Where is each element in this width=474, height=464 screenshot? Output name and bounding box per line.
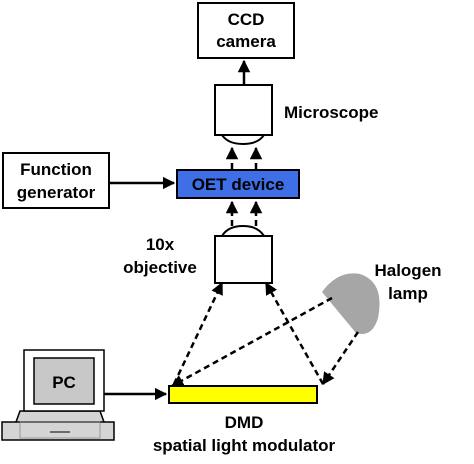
pc-laptop-icon: PC	[1, 349, 115, 441]
dmd-bar	[168, 385, 318, 404]
light-path-objective-to-oet	[225, 200, 263, 226]
function-generator-label-line1: Function	[20, 160, 92, 179]
microscope-label: Microscope	[284, 103, 378, 122]
halogen-lamp-label-line1: Halogen	[374, 261, 441, 280]
ccd-camera-label-line2: camera	[216, 32, 276, 51]
dmd-label-line1: DMD	[225, 413, 264, 432]
objective-body	[214, 224, 273, 284]
light-path-lamp-dmd-objective	[170, 281, 360, 388]
dmd-label-line2: spatial light modulator	[153, 436, 336, 455]
oet-device-label: OET device	[192, 175, 285, 194]
oet-device-box: OET device	[176, 169, 300, 199]
function-generator-box: Function generator	[2, 152, 110, 209]
halogen-lamp-label-line2: lamp	[388, 284, 428, 303]
objective-label-line2: objective	[123, 258, 197, 277]
ccd-camera-box: CCD camera	[197, 2, 295, 59]
ccd-camera-label-line1: CCD	[228, 10, 265, 29]
objective-label-line1: 10x	[146, 235, 175, 254]
halogen-lamp-icon	[322, 273, 380, 334]
light-path-oet-to-microscope	[225, 146, 263, 169]
pc-label: PC	[52, 373, 76, 392]
microscope-body	[214, 84, 273, 146]
function-generator-label-line2: generator	[17, 183, 96, 202]
